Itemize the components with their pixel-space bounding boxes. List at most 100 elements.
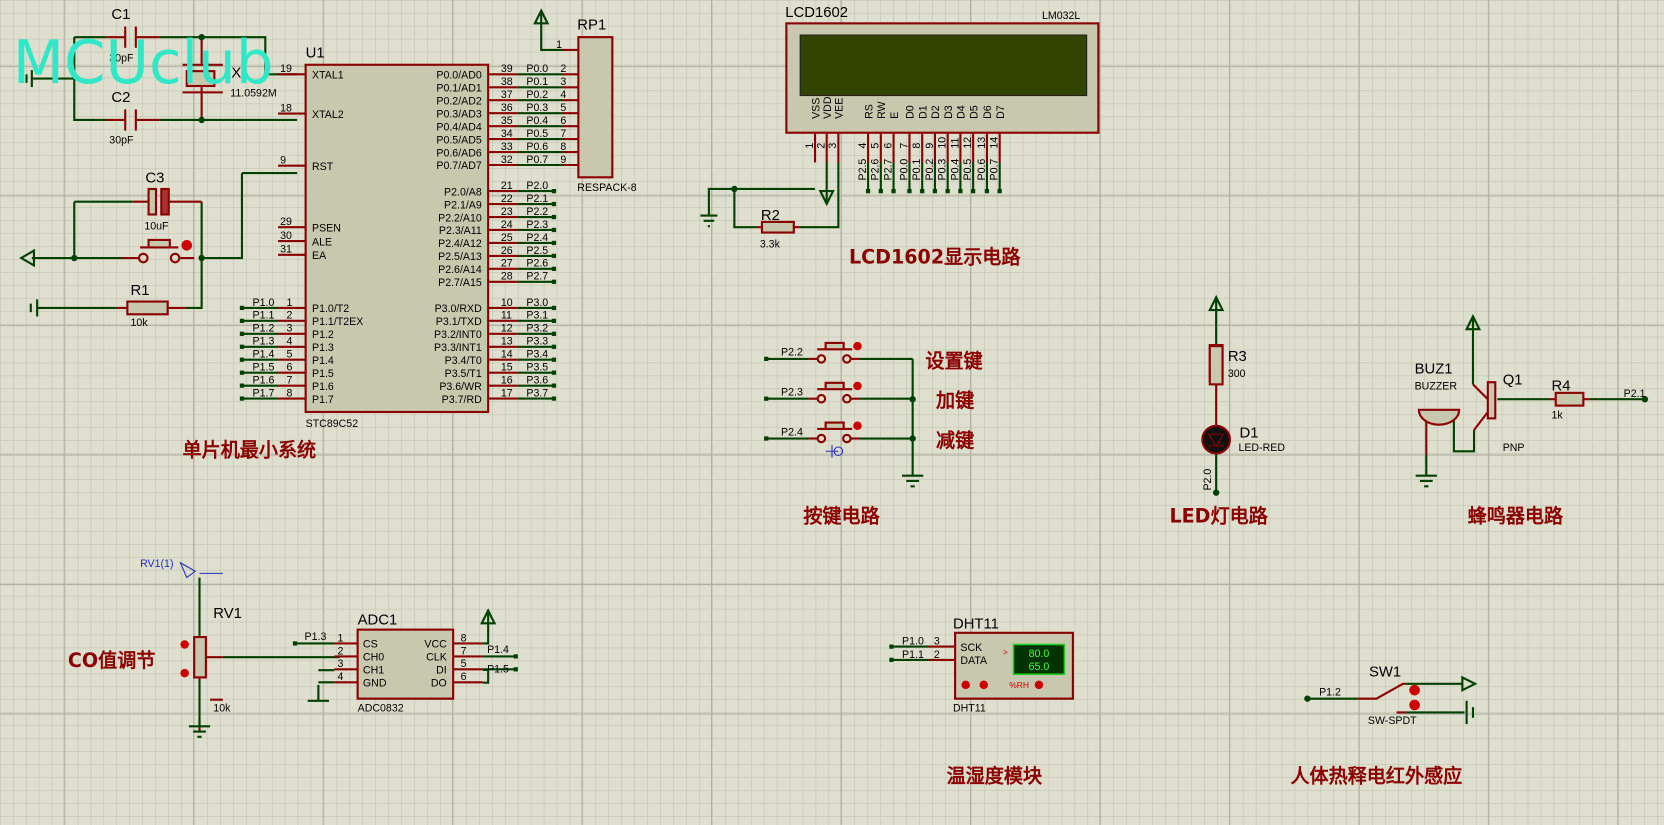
section-title-keys: 按键电路 — [803, 504, 880, 527]
net-label: P0.5 — [526, 128, 548, 140]
mcuclub-watermark: MCUclub — [13, 29, 274, 98]
dht11-unit: %RH — [1009, 680, 1029, 690]
rp1-pin-number: 3 — [560, 76, 566, 88]
key-button-actuator[interactable] — [853, 421, 862, 431]
u1-pin-name: P3.5/T1 — [445, 368, 482, 380]
r4-ref: R4 — [1552, 379, 1571, 395]
buzzer-circuit[interactable]: Q1 PNP BUZ1 BUZZER R4 1k P2.1 — [1415, 314, 1649, 488]
key-net-label: P2.4 — [781, 426, 803, 438]
lcd-pin-number: 5 — [870, 143, 882, 149]
u1-pin-name: P2.1/A9 — [444, 199, 482, 211]
u1-pin-number: 6 — [287, 362, 293, 374]
rp1-value: RESPACK-8 — [577, 182, 636, 194]
u1-pin-name: P0.6/AD6 — [436, 147, 481, 159]
net-label: P2.7 — [526, 271, 548, 283]
r1-ref: R1 — [131, 283, 150, 299]
sw1-down-button[interactable] — [1409, 699, 1420, 711]
adc0832[interactable]: ADC1 ADC0832 1CSP1.32CH03CH14GND8VCC7CLK… — [292, 608, 518, 715]
u1-pin-number: 10 — [501, 297, 513, 309]
dht-pin-number: 3 — [934, 635, 940, 647]
crystal-circuit[interactable]: C1 30pF C2 30pF X1 11.0592M — [25, 7, 298, 146]
u1-ref: U1 — [306, 45, 325, 61]
u1-mcu[interactable]: U1 STC89C52 19XTAL118XTAL29RST29PSEN30AL… — [239, 45, 579, 430]
net-label: P0.3 — [937, 159, 949, 181]
u1-pin-number: 32 — [501, 154, 513, 166]
u1-pin-number: 24 — [501, 219, 513, 231]
rp1-respack[interactable]: RP1 RESPACK-8 1 — [533, 8, 637, 195]
lcd-pin-number: 8 — [911, 143, 923, 149]
adc-pin-name: GND — [363, 678, 387, 690]
dht11-down-button[interactable] — [961, 680, 970, 690]
dht11-up-button[interactable] — [979, 680, 988, 690]
u1-pin-name: P0.2/AD2 — [436, 95, 481, 107]
dht-pin-name: DATA — [960, 655, 988, 667]
net-label: P2.1 — [526, 193, 548, 205]
u1-pin-number: 9 — [280, 155, 286, 167]
d1-value: LED-RED — [1238, 442, 1285, 454]
net-label: P1.4 — [487, 644, 509, 656]
lcd-pin-name: D7 — [995, 105, 1007, 119]
lcd1602[interactable]: LCD1602 LM032L VSS1VDD2VEE3RS4P2.5RW5P2.… — [700, 5, 1100, 250]
probe-icon — [179, 561, 223, 579]
u1-pin-number: 22 — [501, 193, 513, 205]
rv1-increase-button[interactable] — [180, 640, 189, 649]
key-button-actuator[interactable] — [853, 341, 862, 351]
net-label: P1.1 — [902, 649, 924, 661]
u1-pin-name: P2.6/A14 — [438, 264, 482, 276]
adc-pin-name: CLK — [426, 652, 447, 664]
net-label: P1.0 — [253, 297, 275, 309]
u1-pin-name: P0.4/AD4 — [436, 121, 481, 133]
u1-pin-name: P3.3/INT1 — [434, 342, 482, 354]
lcd-pin-name: D4 — [956, 105, 968, 119]
adc1-value: ADC0832 — [358, 702, 404, 714]
rp1-ref: RP1 — [577, 18, 606, 34]
reset-button-actuator[interactable] — [181, 239, 193, 251]
u1-pin-number: 14 — [501, 349, 513, 361]
u1-pin-number: 28 — [501, 271, 513, 283]
key-button-actuator[interactable] — [853, 381, 862, 391]
adc-pin-name: DO — [431, 678, 447, 690]
adc-pin-number: 8 — [461, 632, 467, 644]
dht11-value: DHT11 — [953, 702, 986, 714]
lcd-pin-name: D2 — [930, 105, 942, 119]
led-circuit[interactable]: R3 300 D1 LED-RED P2.0 — [1201, 294, 1285, 496]
dht11-toggle-button[interactable] — [1034, 680, 1044, 690]
net-label: P0.4 — [949, 159, 961, 181]
u1-pin-name: P1.3 — [312, 342, 334, 354]
sw1-up-button[interactable] — [1409, 684, 1420, 696]
lcd-model: LM032L — [1042, 10, 1080, 22]
lcd-pin-number: 13 — [976, 137, 988, 149]
q1-value: PNP — [1503, 442, 1525, 454]
u1-pin-name: P3.7/RD — [442, 394, 482, 406]
adc-pin-name: CS — [363, 639, 378, 651]
u1-pin-number: 5 — [287, 349, 293, 361]
rv1-decrease-button[interactable] — [180, 668, 189, 678]
reset-circuit[interactable]: C3 10uF R1 10k — [19, 171, 298, 329]
lcd-pin-name: VSS — [810, 98, 822, 119]
r2-ref: R2 — [761, 208, 780, 224]
adc-pin-number: 3 — [337, 658, 343, 670]
buzzer-net-label: P2.1 — [1624, 388, 1646, 400]
net-label: P0.6 — [526, 141, 548, 153]
rp1-pin-number: 7 — [560, 128, 566, 140]
net-label: P3.6 — [526, 375, 548, 387]
buzzer-icon — [1417, 408, 1461, 426]
u1-pin-number: 26 — [501, 245, 513, 257]
u1-pin-name: P1.1/T2EX — [312, 316, 363, 328]
net-label: P1.4 — [253, 349, 275, 361]
c1-value: 30pF — [109, 53, 134, 65]
net-label: P0.1 — [911, 159, 923, 181]
x1-value: 11.0592M — [230, 88, 276, 100]
sw1-spdt[interactable]: SW1 SW-SPDT P1.2 — [1304, 664, 1478, 727]
section-title-co: CO值调节 — [68, 649, 156, 672]
u1-pin-name: P2.3/A11 — [439, 225, 482, 237]
net-label: P2.7 — [882, 159, 894, 181]
u1-pin-number: 33 — [501, 141, 513, 153]
net-label: P2.0 — [526, 180, 548, 192]
u1-pin-number: 18 — [280, 102, 292, 114]
net-label: P2.4 — [526, 232, 548, 244]
rv1-potentiometer[interactable]: RV1(1) RV1 10k — [140, 558, 340, 738]
